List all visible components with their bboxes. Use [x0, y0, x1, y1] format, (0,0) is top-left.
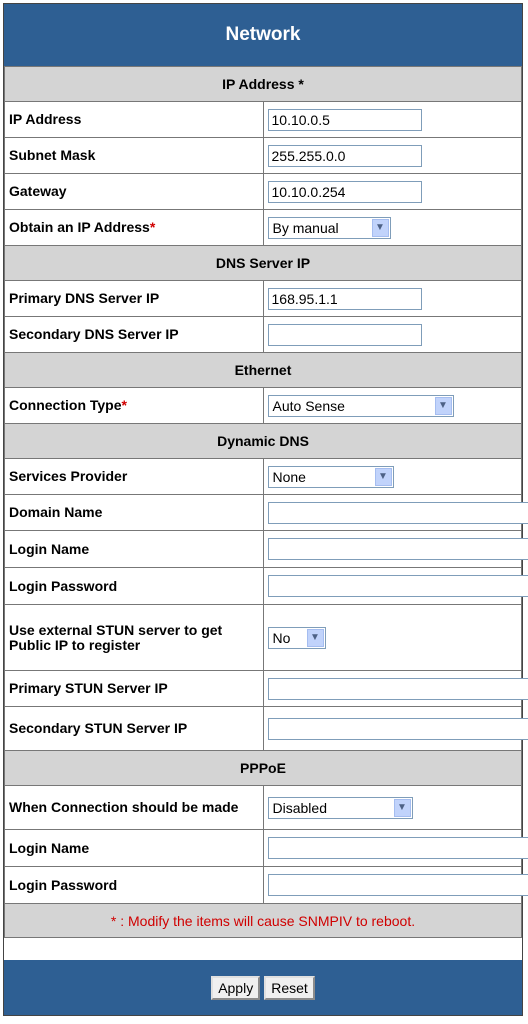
secondary-stun-input[interactable]: [267, 717, 528, 740]
chevron-down-icon[interactable]: ▼: [306, 628, 324, 647]
section-ip-address: IP Address *: [4, 66, 522, 102]
use-stun-value: No: [272, 629, 291, 646]
section-title: Dynamic DNS: [4, 423, 522, 459]
pppoe-login-password-label: Login Password: [4, 866, 264, 904]
ip-address-label: IP Address: [4, 101, 264, 138]
section-title: DNS Server IP: [4, 245, 522, 281]
network-form: IP Address * IP Address Subnet Mask Gate…: [4, 66, 528, 938]
page-title: Network: [4, 4, 522, 67]
section-title: PPPoE: [4, 750, 522, 786]
pppoe-login-name-input[interactable]: [267, 837, 528, 859]
when-connection-label: When Connection should be made: [4, 785, 264, 830]
domain-name-label: Domain Name: [4, 494, 264, 531]
chevron-down-icon[interactable]: ▼: [393, 798, 411, 817]
connection-type-label: Connection Type: [9, 397, 122, 413]
section-ethernet: Ethernet: [4, 352, 522, 388]
gateway-label: Gateway: [4, 173, 264, 210]
secondary-dns-label: Secondary DNS Server IP: [4, 316, 264, 353]
chevron-down-icon[interactable]: ▼: [434, 396, 452, 415]
network-settings-panel: Network IP Address * IP Address Subnet M…: [3, 3, 528, 1016]
reboot-note-row: * : Modify the items will cause SNMPIV t…: [4, 903, 522, 938]
required-mark: *: [121, 397, 127, 413]
login-password-label: Login Password: [4, 567, 264, 605]
pppoe-login-password-input[interactable]: [267, 874, 528, 896]
services-provider-select[interactable]: None ▼: [267, 465, 394, 488]
apply-button[interactable]: Apply: [211, 975, 261, 1000]
primary-stun-label: Primary STUN Server IP: [4, 670, 264, 707]
login-name-input[interactable]: [267, 538, 528, 560]
secondary-stun-label: Secondary STUN Server IP: [4, 706, 264, 751]
reboot-note: * : Modify the items will cause SNMPIV t…: [4, 903, 522, 938]
login-password-input[interactable]: [267, 575, 528, 597]
primary-dns-input[interactable]: [267, 287, 422, 310]
section-title: Ethernet: [4, 352, 522, 388]
chevron-down-icon[interactable]: ▼: [371, 218, 389, 237]
use-stun-select[interactable]: No ▼: [267, 626, 326, 649]
ip-address-input[interactable]: [267, 108, 422, 131]
primary-dns-label: Primary DNS Server IP: [4, 280, 264, 317]
gateway-input[interactable]: [267, 180, 422, 203]
section-dns-server-ip: DNS Server IP: [4, 245, 522, 281]
button-bar: Apply Reset: [4, 960, 522, 1015]
pppoe-login-name-label: Login Name: [4, 829, 264, 867]
connection-type-value: Auto Sense: [272, 397, 345, 414]
services-provider-value: None: [272, 468, 306, 485]
when-connection-value: Disabled: [272, 799, 327, 816]
secondary-dns-input[interactable]: [267, 323, 422, 346]
services-provider-label: Services Provider: [4, 458, 264, 495]
section-title: IP Address: [222, 76, 295, 92]
required-mark: *: [149, 219, 156, 235]
required-mark: *: [298, 76, 304, 92]
reset-button[interactable]: Reset: [264, 975, 315, 1000]
chevron-down-icon[interactable]: ▼: [374, 467, 392, 486]
when-connection-select[interactable]: Disabled ▼: [267, 796, 413, 819]
use-stun-label: Use external STUN server to get Public I…: [4, 604, 264, 671]
section-dynamic-dns: Dynamic DNS: [4, 423, 522, 459]
subnet-mask-input[interactable]: [267, 144, 422, 167]
login-name-label: Login Name: [4, 530, 264, 568]
obtain-ip-label: Obtain an IP Address: [9, 219, 150, 235]
obtain-ip-select[interactable]: By manual ▼: [267, 216, 391, 239]
obtain-ip-value: By manual: [272, 219, 339, 236]
connection-type-select[interactable]: Auto Sense ▼: [267, 394, 454, 417]
primary-stun-input[interactable]: [267, 677, 528, 700]
section-pppoe: PPPoE: [4, 750, 522, 786]
domain-name-input[interactable]: [267, 501, 528, 524]
subnet-mask-label: Subnet Mask: [4, 137, 264, 174]
